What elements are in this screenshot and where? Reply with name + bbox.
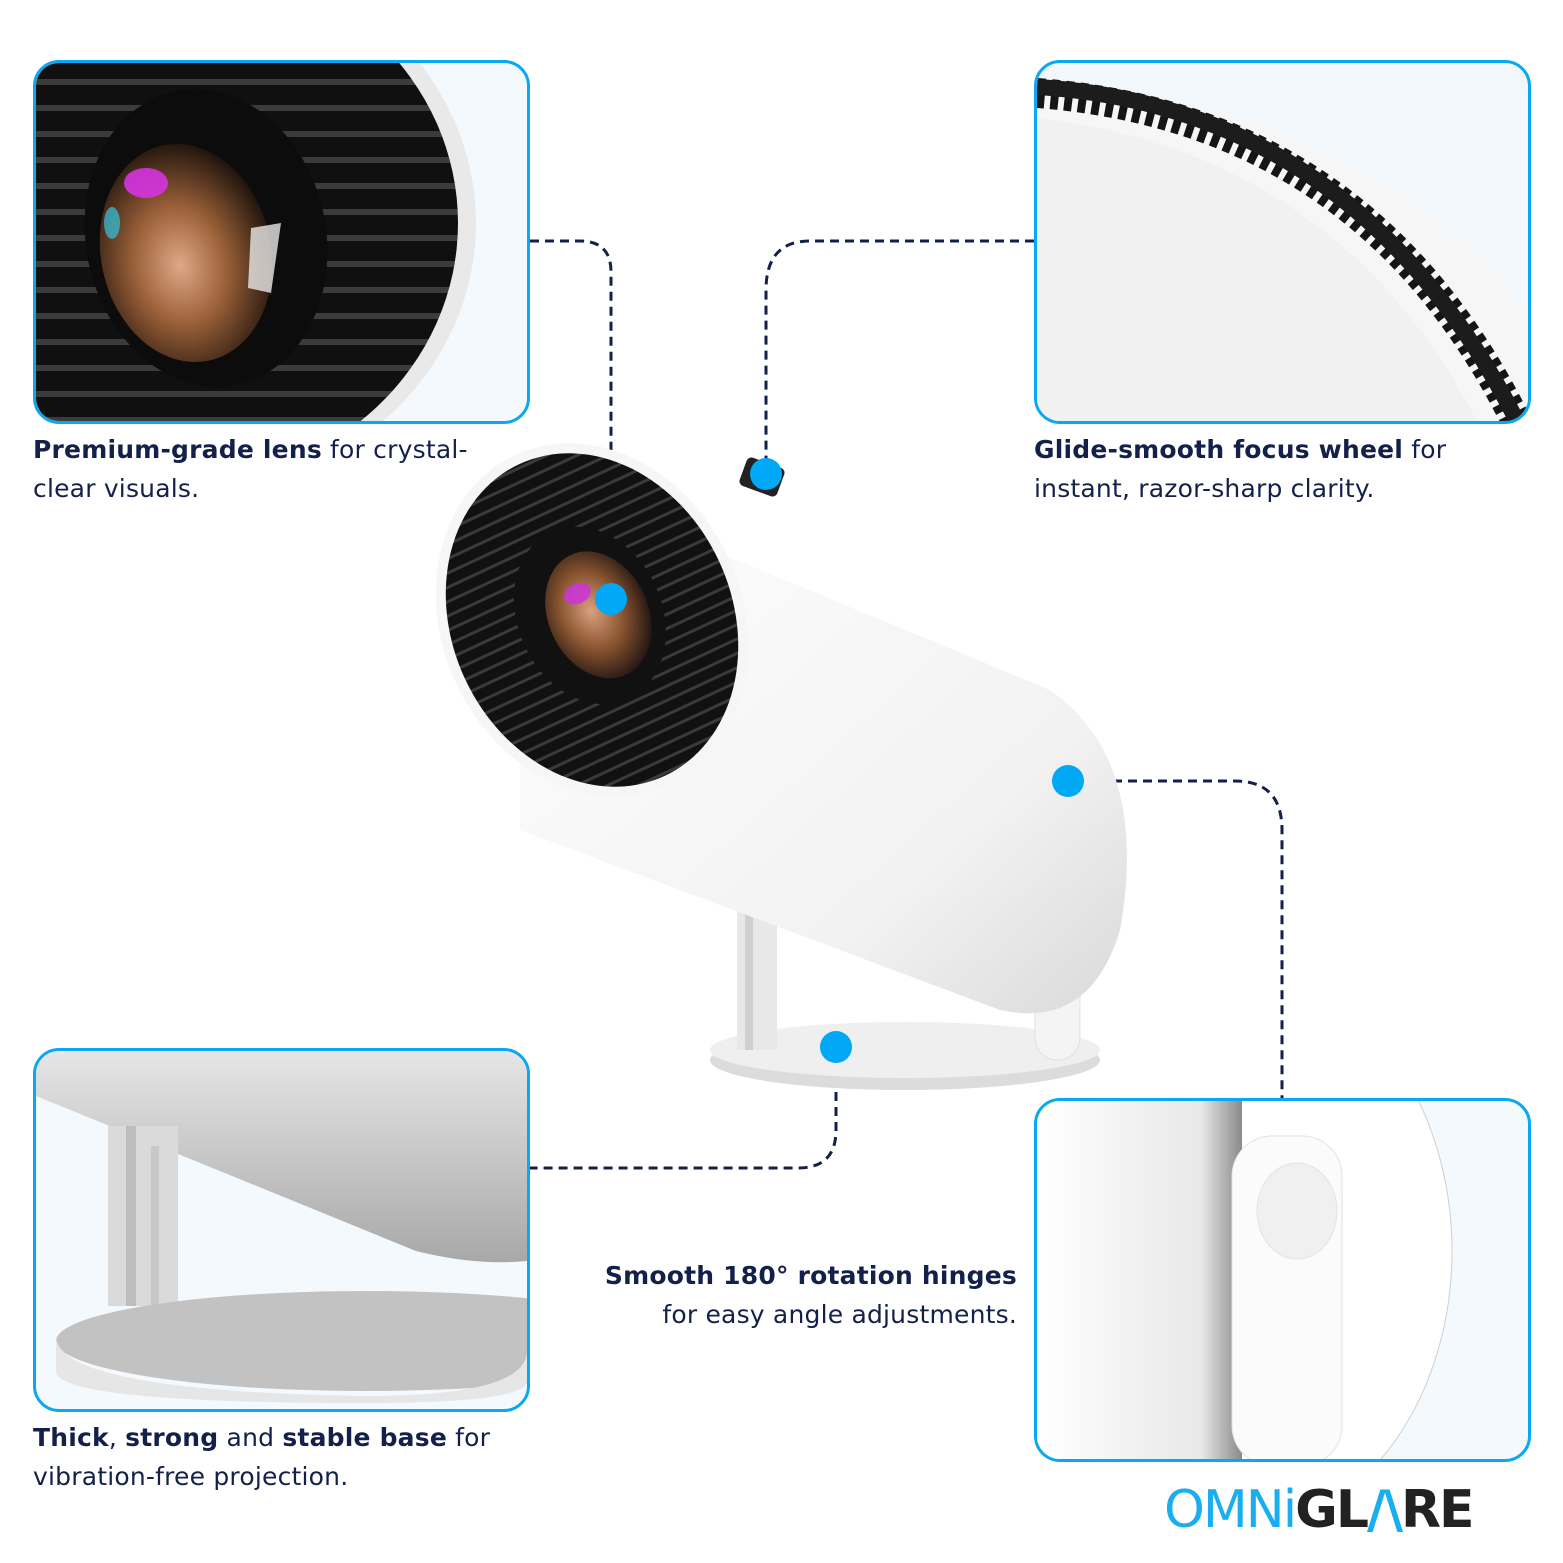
- lens-closeup-panel: [33, 60, 530, 424]
- focus-caption-bold: Glide-smooth focus wheel: [1034, 435, 1404, 464]
- focus-caption-rest: for: [1403, 435, 1447, 464]
- base-caption-bold-1: Thick: [33, 1423, 109, 1452]
- lens-caption-bold: Premium-grade lens: [33, 435, 322, 464]
- logo-thin: OMNi: [1164, 1480, 1297, 1540]
- hinge-connector: [1068, 779, 1284, 1098]
- base-closeup-image: [36, 1051, 527, 1403]
- hinge-caption: Smooth 180° rotation hinges for easy ang…: [560, 1256, 1017, 1334]
- lens-caption-line2: clear visuals.: [33, 474, 200, 503]
- focus-wheel-caption: Glide-smooth focus wheel for instant, ra…: [1034, 430, 1544, 508]
- base-caption-bold-2: strong: [125, 1423, 219, 1452]
- base-hotspot[interactable]: [820, 1031, 852, 1063]
- base-caption-sep-2: and: [218, 1423, 283, 1452]
- hinge-closeup-panel: [1034, 1098, 1531, 1462]
- lens-caption: Premium-grade lens for crystal- clear vi…: [33, 430, 533, 508]
- focus-caption-line2: instant, razor-sharp clarity.: [1034, 474, 1375, 503]
- logo-bold-2: RE: [1400, 1480, 1475, 1540]
- base-caption-bold-3: stable base: [282, 1423, 447, 1452]
- logo-bold-1: GL: [1295, 1480, 1369, 1540]
- hinge-closeup-image: [1037, 1101, 1453, 1459]
- logo-accent: /\: [1366, 1480, 1403, 1540]
- base-caption-rest: for: [446, 1423, 491, 1452]
- base-caption: Thick, strong and stable base for vibrat…: [33, 1418, 553, 1496]
- focus-wheel-hotspot[interactable]: [750, 458, 782, 490]
- omniglare-logo: OMNiGL/\RE: [1164, 1484, 1475, 1536]
- base-caption-line2: vibration-free projection.: [33, 1462, 349, 1491]
- lens-connector: [530, 239, 613, 598]
- base-connector: [530, 1047, 838, 1170]
- hinge-caption-bold: Smooth 180° rotation hinges: [604, 1261, 1017, 1290]
- lens-closeup-image: [36, 63, 476, 421]
- focus-wheel-closeup-panel: [1034, 60, 1531, 424]
- hinge-caption-line2: for easy angle adjustments.: [662, 1300, 1017, 1329]
- focus-connector: [764, 239, 1034, 470]
- base-caption-sep-1: ,: [108, 1423, 126, 1452]
- hinge-hotspot[interactable]: [1052, 765, 1084, 797]
- base-closeup-panel: [33, 1048, 530, 1412]
- focus-wheel-closeup-image: [1037, 78, 1528, 421]
- lens-caption-rest: for crystal-: [321, 435, 468, 464]
- lens-hotspot[interactable]: [595, 583, 627, 615]
